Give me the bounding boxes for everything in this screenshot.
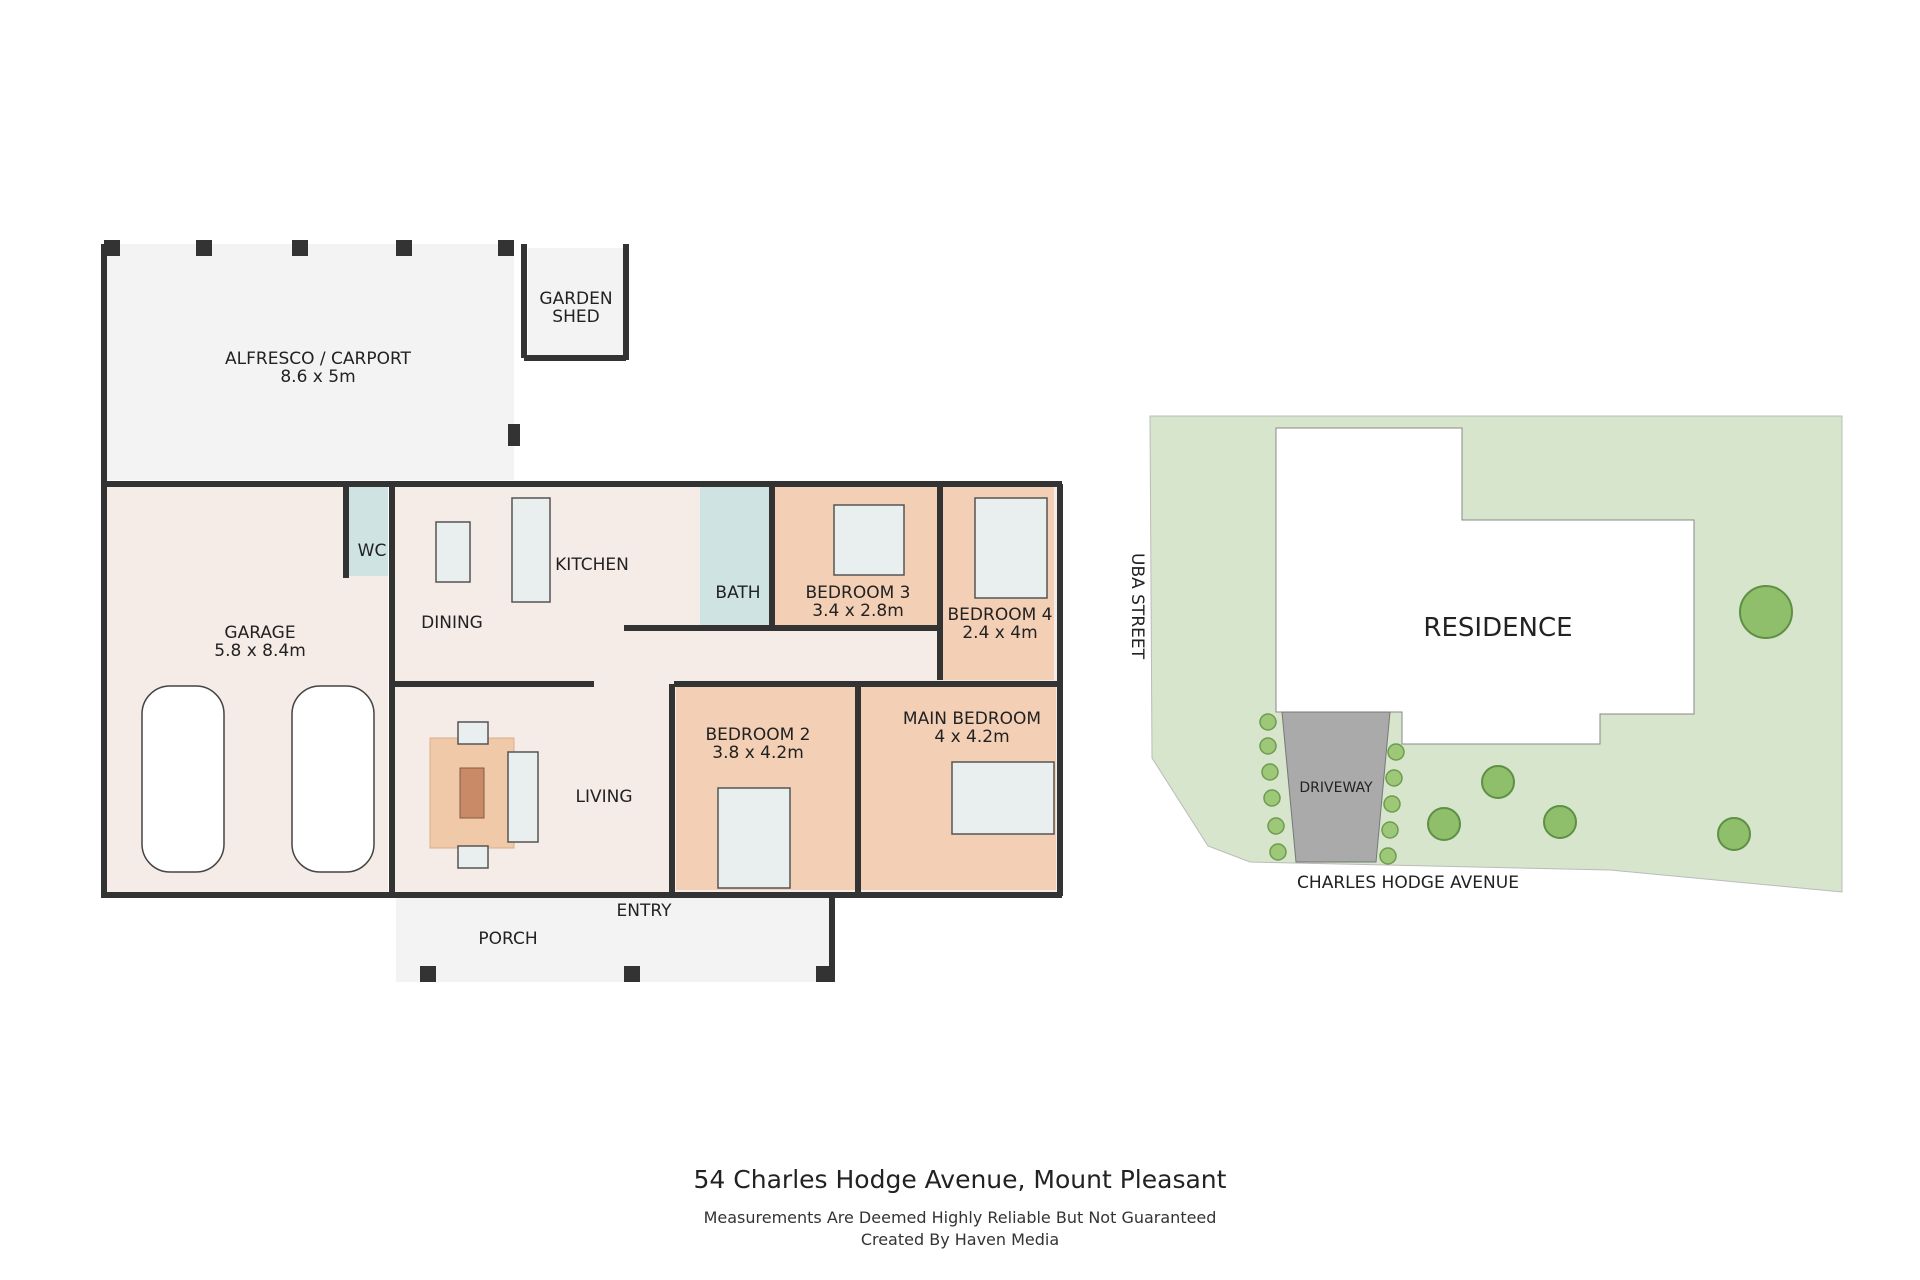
post bbox=[816, 966, 832, 982]
sofa bbox=[507, 751, 539, 843]
car-left bbox=[141, 685, 225, 873]
uba-street-label: UBA STREET bbox=[1127, 553, 1147, 660]
garden-shed-line2: SHED bbox=[552, 307, 599, 327]
post bbox=[420, 966, 436, 982]
trees bbox=[1427, 585, 1793, 851]
bedroom3-name: BEDROOM 3 bbox=[806, 583, 911, 603]
bed-bedroom3 bbox=[833, 504, 905, 576]
interior-floors bbox=[104, 484, 1062, 894]
shrub bbox=[1269, 843, 1287, 861]
furniture bbox=[435, 497, 1055, 889]
bed-bedroom2 bbox=[717, 787, 791, 889]
bed-main-bedroom bbox=[951, 761, 1055, 835]
living-name: LIVING bbox=[575, 787, 632, 807]
tree bbox=[1481, 765, 1515, 799]
main-bedroom-size: 4 x 4.2m bbox=[934, 727, 1009, 747]
outdoor-areas bbox=[104, 244, 832, 982]
tree bbox=[1717, 817, 1751, 851]
garage-name: GARAGE bbox=[224, 623, 295, 643]
bedroom4-size: 2.4 x 4m bbox=[962, 623, 1037, 643]
shrub bbox=[1385, 769, 1403, 787]
disclaimer-text: Measurements Are Deemed Highly Reliable … bbox=[703, 1208, 1217, 1227]
bed-bedroom4 bbox=[974, 497, 1048, 599]
post bbox=[396, 240, 412, 256]
address-title: 54 Charles Hodge Avenue, Mount Pleasant bbox=[693, 1165, 1227, 1194]
entry-label: ENTRY bbox=[617, 901, 673, 921]
shrub bbox=[1379, 847, 1397, 865]
wc-floor bbox=[348, 486, 388, 576]
kitchen-name: KITCHEN bbox=[555, 555, 629, 575]
garden-shed-line1: GARDEN bbox=[539, 289, 612, 309]
credit-text: Created By Haven Media bbox=[860, 1230, 1060, 1249]
porch-label: PORCH bbox=[478, 929, 537, 949]
post bbox=[292, 240, 308, 256]
site-labels: RESIDENCE DRIVEWAY UBA STREET CHARLES HO… bbox=[1127, 553, 1573, 893]
shrub bbox=[1383, 795, 1401, 813]
site-plan bbox=[1149, 415, 1843, 893]
kitchen-island bbox=[511, 497, 551, 603]
posts bbox=[104, 240, 832, 982]
shrub bbox=[1263, 789, 1281, 807]
post bbox=[196, 240, 212, 256]
bedroom2-size: 3.8 x 4.2m bbox=[712, 743, 804, 763]
car-right bbox=[291, 685, 375, 873]
charles-hodge-label: CHARLES HODGE AVENUE bbox=[1297, 873, 1519, 893]
porch-area bbox=[396, 898, 832, 982]
garden-shed-area bbox=[528, 248, 624, 358]
shrub bbox=[1259, 737, 1277, 755]
shrub bbox=[1387, 743, 1405, 761]
bedroom4-name: BEDROOM 4 bbox=[948, 605, 1053, 625]
post bbox=[508, 424, 520, 446]
alfresco-size: 8.6 x 5m bbox=[280, 367, 355, 387]
dining-name: DINING bbox=[421, 613, 483, 633]
armchair-bottom bbox=[457, 845, 489, 869]
shrub bbox=[1381, 821, 1399, 839]
shrub bbox=[1259, 713, 1277, 731]
hedge bbox=[1259, 713, 1405, 865]
cars bbox=[141, 685, 375, 873]
coffee-table bbox=[459, 767, 485, 819]
driveway-surface bbox=[1281, 711, 1391, 863]
post bbox=[624, 966, 640, 982]
main-bedroom-name: MAIN BEDROOM bbox=[903, 709, 1041, 729]
shrub bbox=[1261, 763, 1279, 781]
armchair-top bbox=[457, 721, 489, 745]
tree bbox=[1427, 807, 1461, 841]
post bbox=[104, 240, 120, 256]
alfresco-name: ALFRESCO / CARPORT bbox=[225, 349, 412, 369]
driveway-label: DRIVEWAY bbox=[1299, 780, 1373, 796]
alfresco-area bbox=[104, 244, 514, 480]
post bbox=[498, 240, 514, 256]
tree bbox=[1739, 585, 1793, 639]
bedroom3-size: 3.4 x 2.8m bbox=[812, 601, 904, 621]
residence-label: RESIDENCE bbox=[1423, 613, 1572, 643]
bath-floor bbox=[700, 486, 770, 626]
garage-size: 5.8 x 8.4m bbox=[214, 641, 306, 661]
bedroom2-name: BEDROOM 2 bbox=[706, 725, 811, 745]
tree bbox=[1543, 805, 1577, 839]
shrub bbox=[1267, 817, 1285, 835]
bath-name: BATH bbox=[715, 583, 760, 603]
wc-name: WC bbox=[358, 541, 387, 561]
room-labels: ALFRESCO / CARPORT 8.6 x 5m GARDEN SHED … bbox=[214, 289, 1052, 949]
dining-table bbox=[435, 521, 471, 583]
